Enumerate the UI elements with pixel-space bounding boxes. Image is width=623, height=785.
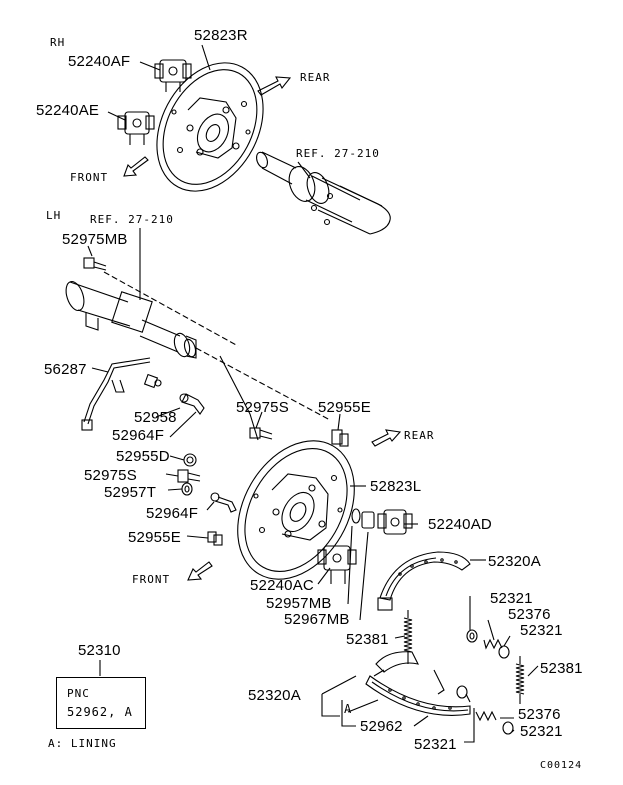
part-label-52958[interactable]: 52958: [134, 409, 177, 426]
part-label-52957t[interactable]: 52957T: [104, 484, 157, 501]
part-label-52321-b[interactable]: 52321: [520, 622, 563, 639]
washer-52957t: [181, 482, 193, 496]
brake-tube-56287: [81, 357, 162, 431]
bolt-52975s-top: [249, 427, 273, 440]
diagram-code: C00124: [540, 760, 583, 771]
part-label-52320a-left[interactable]: 52320A: [248, 687, 301, 704]
part-label-52240ac[interactable]: 52240AC: [250, 577, 314, 594]
pnc-box-title: PNC: [67, 687, 90, 700]
part-label-52310[interactable]: 52310: [78, 642, 121, 659]
direction-rear-upper: REAR: [300, 71, 331, 84]
screw-52964f-lower: [210, 492, 237, 513]
part-label-52321-d[interactable]: 52321: [414, 736, 457, 753]
part-label-52975s-left[interactable]: 52975S: [84, 467, 137, 484]
part-label-52964f-lower[interactable]: 52964F: [146, 505, 199, 522]
part-label-52376-b[interactable]: 52376: [518, 706, 561, 723]
backing-plate-rh: [156, 62, 264, 192]
brake-shoe-upper: [377, 551, 471, 611]
part-label-52957mb[interactable]: 52957MB: [266, 595, 332, 612]
spring-52381-right: [515, 656, 525, 704]
part-label-52320a-right[interactable]: 52320A: [488, 553, 541, 570]
lining-legend: A: LINING: [48, 737, 117, 750]
part-label-52975s-top[interactable]: 52975S: [236, 399, 289, 416]
part-label-52967mb[interactable]: 52967MB: [284, 611, 350, 628]
part-label-52240ad[interactable]: 52240AD: [428, 516, 492, 533]
part-label-52376-a[interactable]: 52376: [508, 606, 551, 623]
grommet-52955e-left: [207, 531, 223, 546]
part-label-52823r[interactable]: 52823R: [194, 27, 248, 44]
section-label-lh: LH: [46, 209, 62, 222]
part-label-52240ae[interactable]: 52240AE: [36, 102, 100, 119]
axle-housing-lh: [65, 280, 197, 359]
part-label-52321-c[interactable]: 52321: [520, 723, 563, 740]
direction-front-upper: FRONT: [70, 171, 109, 184]
screw-52964f-upper: [179, 393, 205, 415]
part-label-52964f-upper[interactable]: 52964F: [112, 427, 165, 444]
section-label-rh: RH: [50, 36, 66, 49]
bolt-52975mb: [83, 257, 107, 271]
part-label-52955d[interactable]: 52955D: [116, 448, 170, 465]
direction-rear-lower: REAR: [404, 429, 435, 442]
spring-52381-left: [403, 610, 413, 664]
part-label-52962[interactable]: 52962: [360, 718, 403, 735]
backing-plate-lh: [237, 440, 355, 580]
part-label-52240af[interactable]: 52240AF: [68, 53, 131, 70]
part-label-52321-a[interactable]: 52321: [490, 590, 533, 607]
part-label-52975mb[interactable]: 52975MB: [62, 231, 128, 248]
part-label-52955e-left[interactable]: 52955E: [128, 529, 181, 546]
axle-shaft-rh: [256, 151, 391, 235]
part-label-52381-left[interactable]: 52381: [346, 631, 389, 648]
brake-shoe-lower: [365, 651, 471, 716]
pnc-box: PNC 52962, A: [56, 677, 146, 729]
pnc-box-parts: 52962, A: [67, 705, 133, 719]
bolt-52975s-left: [177, 469, 201, 483]
part-label-56287[interactable]: 56287: [44, 361, 87, 378]
part-label-52823l[interactable]: 52823L: [370, 478, 422, 495]
wheel-cylinder-rh-52240af: [154, 59, 192, 92]
grommet-52955e-top: [331, 429, 349, 447]
ref-lower: REF. 27-210: [90, 213, 174, 226]
plug-52955d: [183, 453, 197, 467]
direction-front-lower: FRONT: [132, 573, 171, 586]
wheel-cylinder-lh-52240ac: [317, 545, 357, 584]
wheel-cylinder-lh-52240ad: [377, 509, 413, 535]
wheel-cylinder-rh-52240ae: [117, 111, 155, 145]
callout-a: A: [344, 702, 353, 716]
part-label-52955e-top[interactable]: 52955E: [318, 399, 371, 416]
ref-upper: REF. 27-210: [296, 147, 380, 160]
part-label-52381-right[interactable]: 52381: [540, 660, 583, 677]
